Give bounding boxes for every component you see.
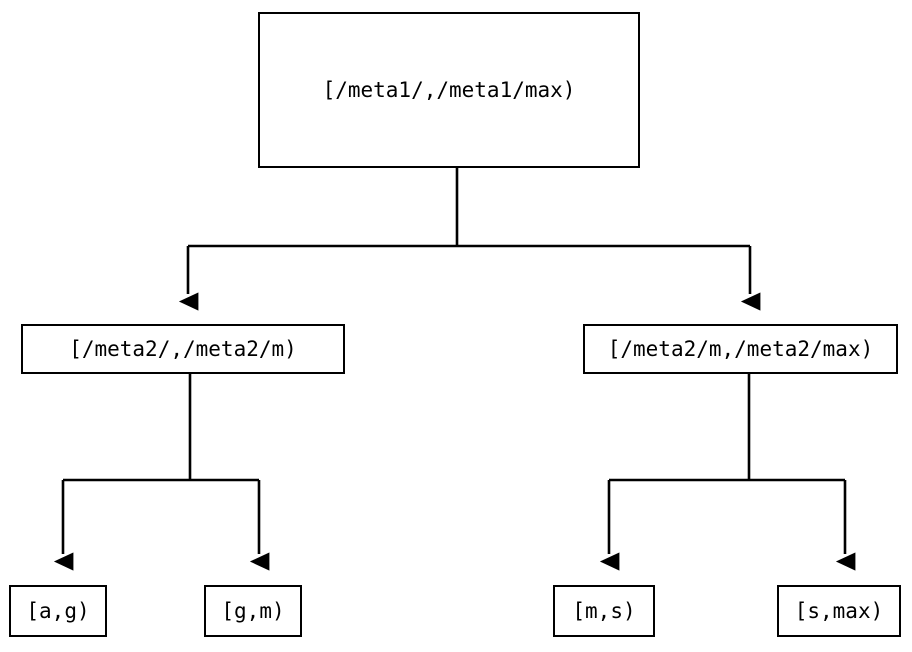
tree-node-leaf-4: [s,max): [777, 585, 901, 637]
tree-node-mid-left-label: [/meta2/,/meta2/m): [69, 336, 297, 361]
tree-node-leaf-1: [a,g): [9, 585, 107, 637]
tree-node-mid-right: [/meta2/m,/meta2/max): [583, 324, 898, 374]
tree-node-root: [/meta1/,/meta1/max): [258, 12, 640, 168]
tree-node-mid-left: [/meta2/,/meta2/m): [21, 324, 345, 374]
tree-node-leaf-3-label: [m,s): [572, 598, 636, 623]
tree-node-mid-right-label: [/meta2/m,/meta2/max): [607, 336, 874, 361]
tree-node-leaf-2: [g,m): [204, 585, 302, 637]
tree-node-root-label: [/meta1/,/meta1/max): [322, 77, 576, 102]
tree-node-leaf-1-label: [a,g): [26, 598, 90, 623]
tree-node-leaf-2-label: [g,m): [221, 598, 285, 623]
tree-node-leaf-4-label: [s,max): [794, 598, 884, 623]
tree-node-leaf-3: [m,s): [553, 585, 655, 637]
